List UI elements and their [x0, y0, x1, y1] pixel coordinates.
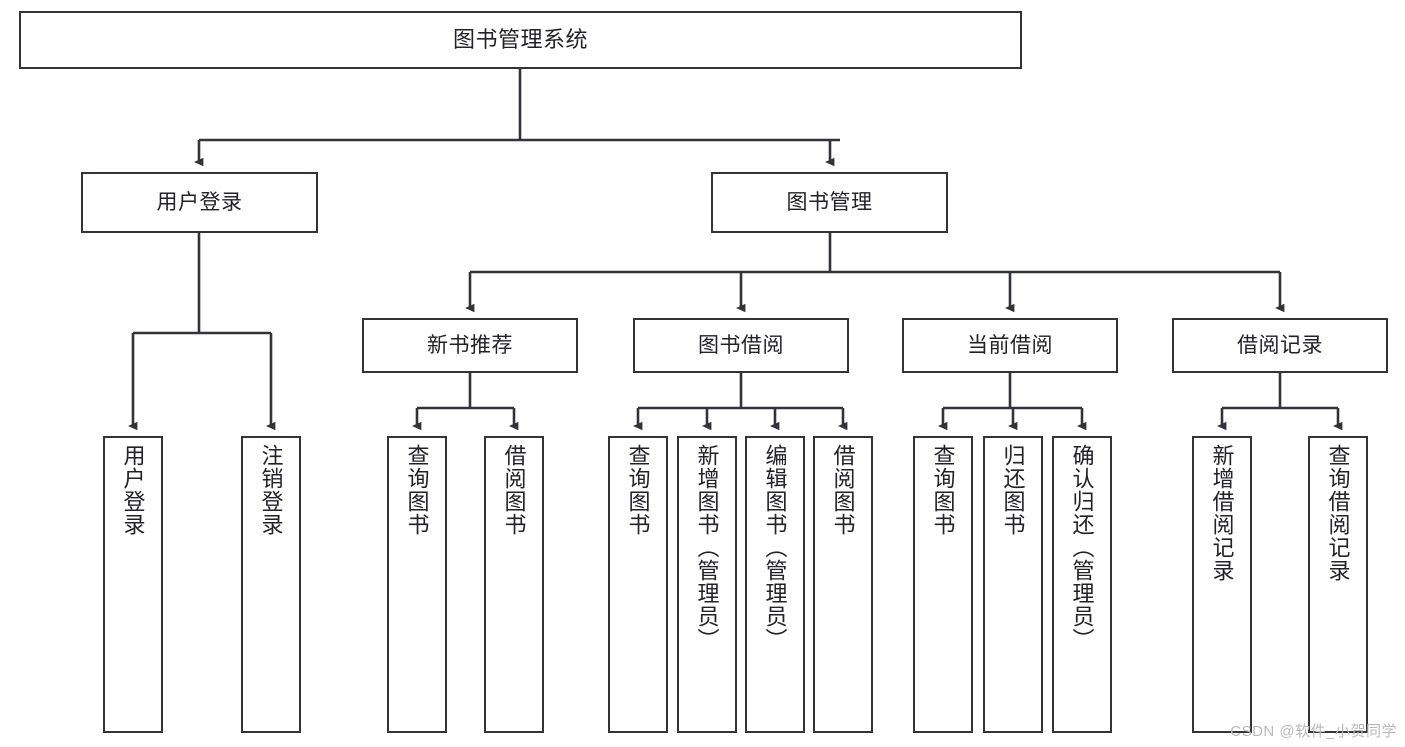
- node-user-login-do[interactable]: 用户登录: [103, 436, 163, 733]
- node-label: 用户登录: [156, 190, 243, 214]
- node-confirm-return-admin[interactable]: 确认归还（管理员）: [1052, 436, 1112, 733]
- node-label: 当前借阅: [967, 333, 1053, 357]
- node-label: 查询图书: [930, 444, 956, 536]
- node-label: 归还图书: [1000, 444, 1026, 536]
- node-borrow-record[interactable]: 借阅记录: [1172, 318, 1388, 373]
- node-label: 新增图书（管理员）: [694, 444, 720, 651]
- node-label: 查询借阅记录: [1325, 444, 1351, 582]
- node-book-manage[interactable]: 图书管理: [711, 172, 948, 233]
- node-label: 图书管理系统: [452, 26, 588, 52]
- node-add-borrow-record[interactable]: 新增借阅记录: [1192, 436, 1252, 733]
- node-label: 查询图书: [404, 444, 430, 536]
- node-book-management-system[interactable]: 图书管理系统: [19, 11, 1022, 69]
- node-return-book[interactable]: 归还图书: [983, 436, 1043, 733]
- node-label: 新书推荐: [427, 333, 513, 357]
- node-current-borrow[interactable]: 当前借阅: [902, 318, 1118, 373]
- node-label: 查询图书: [625, 444, 651, 536]
- node-label: 用户登录: [120, 444, 146, 536]
- node-label: 图书管理: [786, 190, 873, 214]
- node-label: 新增借阅记录: [1209, 444, 1235, 582]
- node-borrow-book[interactable]: 借阅图书: [813, 436, 873, 733]
- node-new-book-recommend[interactable]: 新书推荐: [362, 318, 578, 373]
- node-user-logout[interactable]: 注销登录: [241, 436, 301, 733]
- node-query-book-current[interactable]: 查询图书: [913, 436, 973, 733]
- node-label: 编辑图书（管理员）: [762, 444, 788, 651]
- node-label: 借阅图书: [501, 444, 527, 536]
- node-query-book-borrow[interactable]: 查询图书: [608, 436, 668, 733]
- node-label: 图书借阅: [698, 333, 784, 357]
- node-add-book-admin[interactable]: 新增图书（管理员）: [677, 436, 737, 733]
- node-query-borrow-record[interactable]: 查询借阅记录: [1308, 436, 1368, 733]
- node-book-borrow[interactable]: 图书借阅: [633, 318, 849, 373]
- node-label: 确认归还（管理员）: [1069, 444, 1095, 651]
- node-label: 借阅记录: [1237, 333, 1323, 357]
- node-borrow-book-recommend[interactable]: 借阅图书: [484, 436, 544, 733]
- node-user-login[interactable]: 用户登录: [81, 172, 318, 233]
- node-edit-book-admin[interactable]: 编辑图书（管理员）: [745, 436, 805, 733]
- csdn-watermark: CSDN @软件_小贺同学: [1230, 723, 1397, 740]
- node-label: 借阅图书: [830, 444, 856, 536]
- node-label: 注销登录: [258, 444, 284, 536]
- node-query-book-recommend[interactable]: 查询图书: [387, 436, 447, 733]
